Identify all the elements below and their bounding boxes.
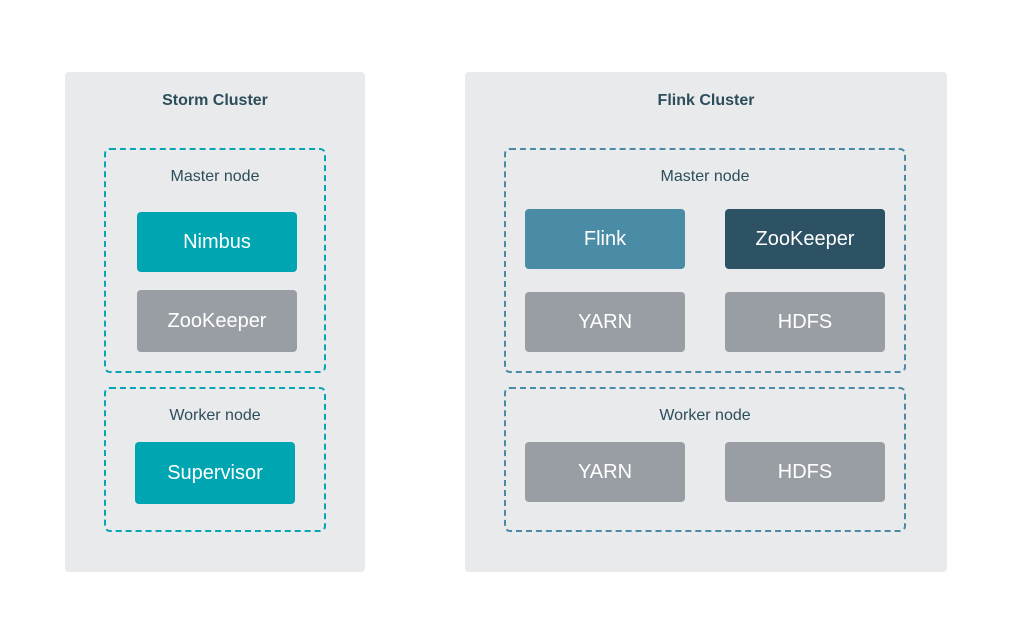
flink-zookeeper-box: ZooKeeper (725, 209, 885, 269)
storm-cluster-title: Storm Cluster (162, 92, 268, 109)
flink-worker-node: Worker node YARN HDFS (504, 387, 906, 532)
supervisor-box: Supervisor (135, 442, 295, 504)
flink-box: Flink (525, 209, 685, 269)
storm-worker-node: Worker node Supervisor (104, 387, 326, 532)
flink-worker-yarn-box: YARN (525, 442, 685, 502)
flink-master-node-label: Master node (660, 168, 750, 185)
nimbus-box: Nimbus (137, 212, 297, 272)
flink-cluster-panel: Flink Cluster Master node Flink ZooKeepe… (465, 72, 947, 572)
storm-master-node-label: Master node (170, 168, 260, 185)
flink-worker-hdfs-box: HDFS (725, 442, 885, 502)
flink-master-yarn-box: YARN (525, 292, 685, 352)
storm-zookeeper-box: ZooKeeper (137, 290, 297, 352)
flink-master-node: Master node Flink ZooKeeper YARN HDFS (504, 148, 906, 373)
flink-master-hdfs-box: HDFS (725, 292, 885, 352)
storm-worker-node-label: Worker node (169, 407, 261, 424)
storm-master-node: Master node Nimbus ZooKeeper (104, 148, 326, 373)
flink-cluster-title: Flink Cluster (657, 92, 755, 109)
storm-cluster-panel: Storm Cluster Master node Nimbus ZooKeep… (65, 72, 365, 572)
flink-worker-node-label: Worker node (659, 407, 751, 424)
